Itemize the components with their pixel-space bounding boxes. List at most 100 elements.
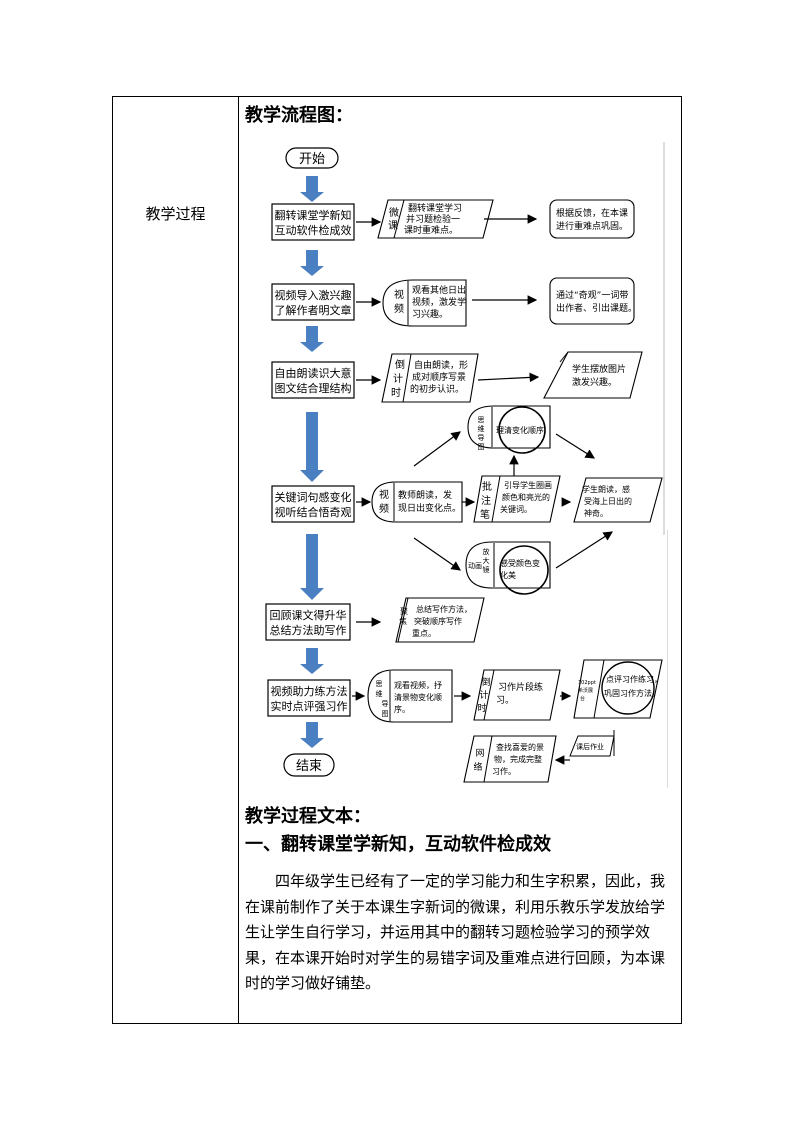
- svg-text:物，完成完整: 物，完成完整: [494, 754, 542, 764]
- svg-text:回顾课文得升华: 回顾课文得升华: [270, 608, 347, 622]
- svg-text:课后作业: 课后作业: [576, 742, 604, 751]
- svg-text:颜色和亮光的: 颜色和亮光的: [502, 492, 550, 502]
- svg-text:聚: 聚: [400, 607, 408, 616]
- svg-text:图: 图: [478, 443, 485, 451]
- svg-text:习作片段练: 习作片段练: [498, 681, 543, 693]
- blue-arrow-1: [300, 176, 324, 202]
- svg-text:查找喜爱的景: 查找喜爱的景: [496, 742, 544, 752]
- row6-homework: 课后作业: [569, 730, 615, 757]
- column-divider: [238, 97, 239, 1023]
- blue-arrow-7: [300, 722, 324, 748]
- svg-text:观看其他日出: 观看其他日出: [412, 284, 466, 296]
- row2-video: 视 频 观看其他日出 视频，激发学 习兴趣。: [382, 279, 467, 327]
- svg-text:习作。: 习作。: [492, 766, 516, 776]
- end-terminal: [283, 753, 335, 777]
- svg-text:进行重难点巩固。: 进行重难点巩固。: [556, 220, 628, 232]
- svg-text:视: 视: [394, 288, 404, 301]
- svg-text:神奇。: 神奇。: [584, 508, 608, 518]
- svg-text:习。: 习。: [496, 695, 514, 706]
- svg-text:了解作者明文章: 了解作者明文章: [275, 303, 352, 317]
- svg-text:总结方法助写作: 总结方法助写作: [270, 623, 347, 637]
- svg-text:焦: 焦: [399, 616, 407, 626]
- step-5: 回顾课文得升华 总结方法助写作: [265, 603, 351, 641]
- svg-text:出作者、引出课题。: 出作者、引出课题。: [556, 302, 637, 314]
- svg-text:翻转课堂学习: 翻转课堂学习: [408, 202, 462, 214]
- blue-arrow-4: [300, 412, 324, 482]
- svg-text:现日出变化点。: 现日出变化点。: [398, 502, 461, 514]
- step-6: 视频助力练方法 实时点评强习作: [267, 679, 351, 717]
- svg-text:课: 课: [388, 220, 398, 232]
- svg-text:思: 思: [478, 416, 485, 424]
- flowchart-title: 教学流程图：: [245, 105, 353, 126]
- svg-text:批: 批: [482, 480, 492, 493]
- svg-text:清景物变化顺: 清景物变化顺: [394, 692, 442, 702]
- svg-text:并习题检验一: 并习题检验一: [406, 213, 460, 225]
- lesson-table: 教学过程 教学流程图： 教学过程文本： 一、翻转课堂学新知，互动软件检成效 四年…: [112, 96, 682, 1024]
- section1-title: 一、翻转课堂学新知，互动软件检成效: [245, 834, 551, 855]
- blue-arrow-3: [300, 326, 324, 352]
- svg-text:理清变化顺序: 理清变化顺序: [496, 425, 544, 435]
- svg-text:自由朗读识大意: 自由朗读识大意: [275, 366, 352, 380]
- svg-text:导: 导: [478, 434, 485, 442]
- flow-arrows: [300, 176, 324, 748]
- step-1: 翻转课堂学新知 互动软件检成效: [271, 203, 355, 241]
- svg-text:巩固习作方法。: 巩固习作方法。: [604, 688, 660, 698]
- row6-network: 网 络 查找喜爱的景 物，完成完整 习作。: [463, 735, 557, 783]
- start-terminal: [285, 147, 339, 169]
- row4-magnifier: 放 大 镜 动画 感受颜色变 化美: [465, 541, 551, 595]
- row2-result: 通过“奇观”一词带 出作者、引出课题。: [549, 277, 637, 325]
- blue-arrow-5: [300, 534, 324, 600]
- row6-countdown: 倒 计 时 习作片段练 习。: [473, 669, 561, 721]
- svg-text:通过“奇观”一词带: 通过“奇观”一词带: [556, 289, 628, 301]
- row-label: 教学过程: [145, 205, 206, 223]
- svg-text:频: 频: [394, 302, 404, 315]
- row5-focus: 聚 焦 总结写作方法， 突破顺序写作 重点。: [395, 597, 485, 643]
- svg-text:习兴趣。: 习兴趣。: [412, 308, 448, 320]
- text-title: 教学过程文本：: [245, 806, 371, 827]
- svg-text:大: 大: [483, 556, 490, 565]
- svg-text:微: 微: [389, 206, 399, 219]
- svg-text:总结写作方法，: 总结写作方法，: [416, 604, 472, 614]
- row3-countdown: 倒 计 时 自由朗读，形 成对顺序写景 的初步认识。: [381, 353, 479, 403]
- svg-text:观看视频，抒: 观看视频，抒: [394, 680, 442, 690]
- svg-text:点评习作练习，: 点评习作练习，: [606, 674, 662, 684]
- svg-text:关键词句感变化: 关键词句感变化: [275, 490, 352, 504]
- svg-text:翻转课堂学新知: 翻转课堂学新知: [275, 208, 352, 222]
- svg-text:102ppt: 102ppt: [578, 680, 596, 686]
- svg-text:视听结合悟奇观: 视听结合悟奇观: [275, 505, 352, 519]
- svg-text:重点。: 重点。: [412, 628, 436, 638]
- row1-micro-lesson: 微 课 翻转课堂学习 并习题检验一 课时重难点。: [377, 199, 494, 239]
- svg-text:图文结合理结构: 图文结合理结构: [275, 381, 352, 395]
- svg-text:突破顺序写作: 突破顺序写作: [414, 616, 462, 626]
- step-2: 视频导入激兴趣 了解作者明文章: [271, 283, 355, 321]
- svg-text:注: 注: [481, 494, 491, 507]
- svg-text:关键词。: 关键词。: [500, 504, 532, 514]
- svg-text:放: 放: [483, 547, 490, 556]
- svg-text:激发兴趣。: 激发兴趣。: [572, 376, 617, 388]
- blue-arrow-6: [300, 648, 324, 674]
- svg-text:时: 时: [391, 387, 401, 399]
- svg-text:倒: 倒: [481, 676, 490, 688]
- svg-text:台: 台: [580, 695, 585, 702]
- svg-text:图: 图: [382, 710, 389, 718]
- svg-text:希沃展: 希沃展: [578, 687, 593, 694]
- svg-text:化美: 化美: [500, 570, 516, 580]
- svg-text:视: 视: [379, 488, 389, 501]
- svg-text:感受颜色变: 感受颜色变: [500, 558, 540, 568]
- start-label: 开始: [299, 152, 325, 167]
- svg-text:维: 维: [376, 689, 383, 698]
- step-4: 关键词句感变化 视听结合悟奇观: [271, 485, 355, 523]
- row4-mindmap: 思 维 导 图 理清变化顺序: [467, 405, 551, 454]
- svg-text:镜: 镜: [483, 565, 490, 574]
- svg-text:教师朗读，发: 教师朗读，发: [398, 489, 452, 501]
- svg-text:学生朗读，感: 学生朗读，感: [582, 484, 630, 494]
- step-3: 自由朗读识大意 图文结合理结构: [271, 361, 355, 399]
- svg-text:时: 时: [477, 702, 486, 714]
- svg-text:导: 导: [382, 700, 389, 708]
- row6-mindmap: 思 维 导 图 观看视频，抒 清景物变化顺 序。: [367, 669, 453, 723]
- svg-text:自由朗读，形: 自由朗读，形: [414, 359, 468, 371]
- row6-review: 102ppt 希沃展 台 点评习作练习， 巩固习作方法。: [573, 659, 663, 719]
- teaching-flowchart: 开始 翻转课堂学新知 互动软件检成效 视频导入激兴趣 了解作者明文章 自由朗读识…: [265, 142, 668, 788]
- row3-result: 学生摆放图片 激发兴趣。: [543, 351, 643, 399]
- svg-text:受海上日出的: 受海上日出的: [584, 496, 632, 506]
